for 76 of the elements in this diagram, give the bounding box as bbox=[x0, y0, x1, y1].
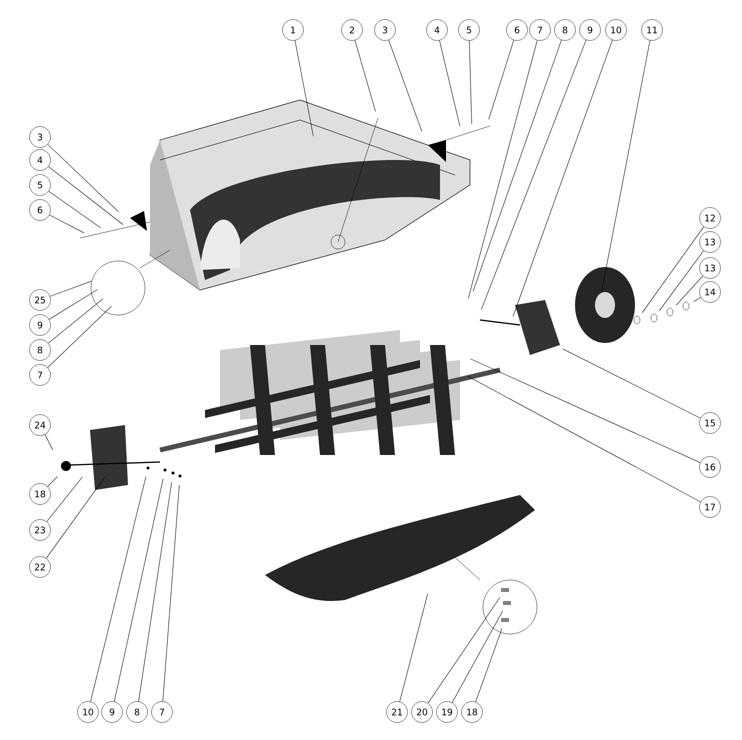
callout-number: 22 bbox=[29, 556, 51, 578]
callout-number: 18 bbox=[461, 701, 483, 723]
leader-line bbox=[48, 144, 119, 212]
leader-line bbox=[470, 358, 700, 463]
callout-number: 4 bbox=[29, 149, 51, 171]
callout-number: 15 bbox=[699, 412, 721, 434]
leader-line bbox=[48, 289, 98, 320]
callout-number: 18 bbox=[29, 483, 51, 505]
leader-line bbox=[388, 40, 422, 132]
callout-number: 14 bbox=[699, 281, 721, 303]
callout-number: 13 bbox=[699, 257, 721, 279]
leader-line bbox=[47, 476, 58, 487]
callout-number: 20 bbox=[411, 701, 433, 723]
leader-line bbox=[138, 482, 172, 702]
leader-line bbox=[48, 166, 124, 225]
leader-line bbox=[488, 40, 514, 120]
leader-line bbox=[354, 40, 376, 112]
leader-line bbox=[642, 226, 704, 313]
leader-line bbox=[399, 593, 428, 702]
callout-number: 1 bbox=[282, 19, 304, 41]
callout-number: 19 bbox=[436, 701, 458, 723]
leader-line bbox=[475, 628, 502, 702]
leader-line bbox=[472, 40, 562, 292]
leader-line bbox=[468, 40, 538, 299]
callout-number: 4 bbox=[426, 19, 448, 41]
callout-number: 16 bbox=[699, 456, 721, 478]
callout-number: 5 bbox=[458, 19, 480, 41]
callout-number: 9 bbox=[579, 19, 601, 41]
callout-number: 9 bbox=[29, 314, 51, 336]
leader-line bbox=[452, 610, 503, 703]
leader-line bbox=[48, 190, 101, 228]
leader-line bbox=[562, 348, 701, 418]
leader-line bbox=[49, 214, 84, 234]
leader-line bbox=[46, 477, 105, 559]
leader-line bbox=[512, 40, 613, 317]
leader-line bbox=[46, 476, 83, 522]
callout-number: 5 bbox=[29, 174, 51, 196]
leader-line bbox=[468, 376, 701, 502]
leader-line bbox=[50, 280, 92, 297]
callout-number: 13 bbox=[699, 231, 721, 253]
callout-number: 6 bbox=[29, 199, 51, 221]
callout-number: 12 bbox=[699, 207, 721, 229]
leader-line bbox=[469, 40, 472, 124]
leader-line bbox=[439, 40, 460, 126]
leader-line bbox=[676, 276, 704, 306]
leader-line bbox=[659, 250, 704, 312]
callout-number: 7 bbox=[29, 364, 51, 386]
callout-number: 10 bbox=[77, 701, 99, 723]
callout-number: 11 bbox=[641, 19, 663, 41]
callout-number: 21 bbox=[386, 701, 408, 723]
leader-line bbox=[694, 297, 702, 302]
leader-line bbox=[90, 476, 146, 702]
leader-line bbox=[294, 40, 314, 136]
callout-number: 8 bbox=[29, 339, 51, 361]
leader-line bbox=[428, 597, 500, 704]
callout-number: 3 bbox=[29, 126, 51, 148]
callout-number: 10 bbox=[605, 19, 627, 41]
callout-number: 3 bbox=[374, 19, 396, 41]
leader-line bbox=[48, 298, 104, 344]
leader-line bbox=[481, 40, 586, 310]
callout-number: 25 bbox=[29, 289, 51, 311]
callout-number: 8 bbox=[126, 701, 148, 723]
leader-line bbox=[47, 306, 112, 368]
callout-number: 2 bbox=[341, 19, 363, 41]
leader-line bbox=[162, 484, 180, 702]
leader-line bbox=[114, 478, 164, 702]
callout-number: 9 bbox=[101, 701, 123, 723]
callout-number: 17 bbox=[699, 496, 721, 518]
callout-number: 7 bbox=[529, 19, 551, 41]
leader-line bbox=[601, 40, 650, 292]
leader-line bbox=[44, 434, 54, 450]
callout-number: 8 bbox=[554, 19, 576, 41]
callout-number: 23 bbox=[29, 519, 51, 541]
callout-number: 7 bbox=[151, 701, 173, 723]
callout-number: 24 bbox=[29, 414, 51, 436]
callout-number: 6 bbox=[506, 19, 528, 41]
